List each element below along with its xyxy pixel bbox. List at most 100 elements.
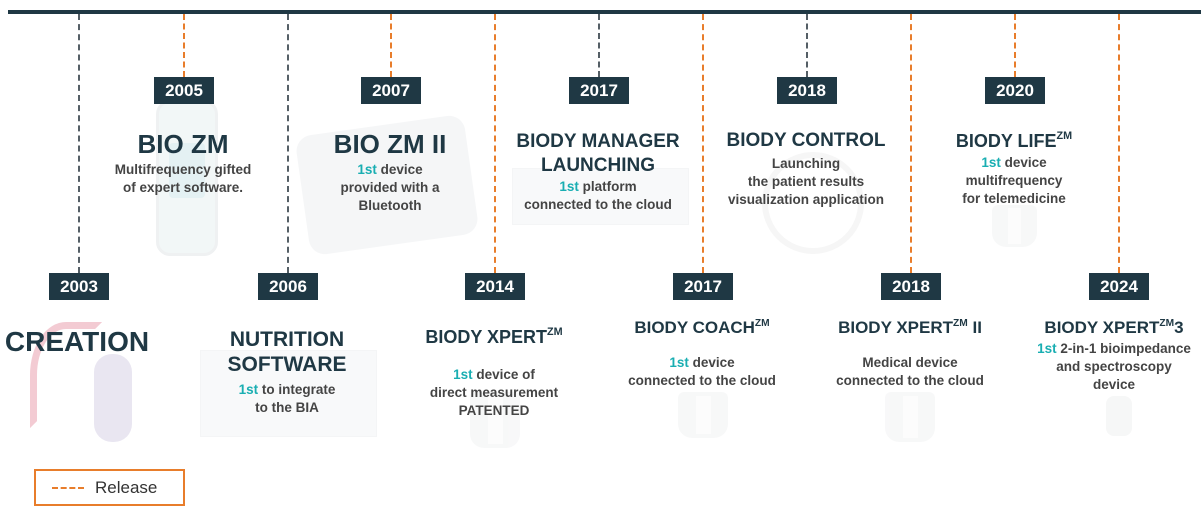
desc-line: Launching [771, 155, 841, 171]
title-superscript: ZM [1056, 130, 1073, 143]
title-text: BIODY COACH [634, 318, 755, 337]
desc-line: device [1092, 377, 1136, 393]
title-line: LAUNCHING [541, 155, 655, 176]
biody-control-app-image [762, 152, 864, 254]
title-superscript: ZM [953, 317, 968, 329]
event-title: NUTRITION SOFTWARE [228, 327, 347, 377]
legend-label: Release [95, 477, 158, 497]
event-bio-zm-ii: BIO ZM II 1st device provided with a Blu… [334, 129, 447, 215]
creation-logo-arc [30, 322, 102, 428]
title-line: NUTRITION [229, 328, 345, 351]
desc-line: Bluetooth [358, 198, 422, 214]
event-title: BIODY MANAGER LAUNCHING [516, 130, 679, 178]
connector-2024 [1118, 14, 1120, 273]
event-title: BIODY COACHZM [628, 318, 776, 338]
event-biody-xpert-3: BIODY XPERTZM3 1st 2-in-1 bioimpedance a… [1037, 318, 1191, 394]
event-description: 1st device provided with a Bluetooth [334, 161, 447, 215]
year-badge-2003: 2003 [49, 273, 109, 300]
desc-line: connected to the cloud [836, 373, 984, 389]
desc-text: to integrate [258, 382, 336, 397]
biody-xpert-3-device-image [1106, 396, 1132, 436]
desc-line: direct measurement [429, 384, 559, 400]
connector-2005 [183, 14, 185, 77]
creation-logo-shape [94, 354, 132, 442]
desc-line: provided with a [340, 180, 440, 196]
highlight: 1st [981, 154, 1001, 170]
highlight: 1st [559, 179, 579, 194]
desc-text: 2-in-1 bioimpedance [1056, 341, 1191, 357]
year-badge-2014: 2014 [465, 273, 525, 300]
event-title: CREATION [4, 326, 150, 357]
year-badge-2018-b: 2018 [881, 273, 941, 300]
event-biody-control: BIODY CONTROL Launching the patient resu… [726, 130, 885, 209]
year-badge-2020: 2020 [985, 77, 1045, 104]
desc-line: Multifrequency gifted [114, 162, 252, 178]
connector-2018-b [910, 14, 912, 273]
title-text: BIODY XPERT [1044, 318, 1160, 337]
year-badge-2005: 2005 [154, 77, 214, 104]
desc-text: device [688, 355, 735, 371]
highlight: 1st [669, 355, 689, 371]
event-description: Launching the patient results visualizat… [726, 155, 885, 209]
desc-line: to the BIA [255, 400, 319, 415]
event-title: BIODY XPERTZM3 [1037, 318, 1191, 338]
desc-line: and spectroscopy [1056, 359, 1172, 375]
title-suffix: II [967, 318, 982, 337]
event-description: 1st 2-in-1 bioimpedance and spectroscopy… [1037, 340, 1191, 394]
biody-xpert-ii-device-image [885, 392, 935, 442]
title-text: BIODY XPERT [838, 318, 954, 337]
title-line: SOFTWARE [227, 353, 347, 376]
event-description: 1st to integrate to the BIA [228, 381, 347, 417]
timeline-axis [8, 10, 1201, 14]
event-description: 1st platform connected to the cloud [516, 178, 679, 214]
desc-line: 1st device of [425, 366, 562, 384]
title-text: BIODY XPERT [425, 327, 548, 347]
event-creation: CREATION [5, 325, 149, 359]
desc-line: of expert software. [122, 180, 244, 196]
desc-text: device of [472, 366, 535, 382]
connector-2018-a [806, 14, 808, 77]
event-title: BIO ZM [137, 129, 229, 159]
event-biody-manager: BIODY MANAGER LAUNCHING 1st platform con… [516, 130, 679, 214]
event-title: BIO ZM II [333, 129, 447, 159]
event-description: Medical device connected to the cloud [836, 354, 984, 390]
desc-line: Medical device [862, 355, 958, 371]
desc-line: for telemedicine [962, 190, 1066, 206]
biody-coach-device-image [678, 392, 728, 438]
event-title: BIODY XPERTZM II [836, 318, 984, 338]
event-biody-coach: BIODY COACHZM 1st device connected to th… [628, 318, 776, 390]
highlight: 1st [238, 382, 259, 397]
desc-line: 1st 2-in-1 bioimpedance [1037, 340, 1191, 358]
highlight: 1st [1037, 341, 1057, 357]
event-title: BIODY LIFEZM [955, 130, 1073, 153]
year-badge-2018-a: 2018 [777, 77, 837, 104]
event-nutrition-software: NUTRITION SOFTWARE 1st to integrate to t… [228, 327, 347, 417]
biody-life-device-image [992, 205, 1037, 247]
event-bio-zm: BIO ZM Multifrequency gifted of expert s… [115, 129, 252, 197]
bio-zm-device-image [156, 100, 218, 256]
connector-2014 [494, 14, 496, 273]
desc-line: the patient results [747, 173, 865, 189]
title-text: BIODY LIFE [955, 131, 1057, 151]
event-biody-xpert: BIODY XPERTZM 1st device of direct measu… [425, 326, 563, 420]
desc-line: 1st device [956, 154, 1072, 172]
desc-text: platform [578, 179, 637, 194]
title-superscript: ZM [547, 326, 563, 339]
desc-text: device [376, 162, 423, 178]
event-description: Multifrequency gifted of expert software… [115, 161, 252, 197]
title-suffix: 3 [1174, 318, 1184, 337]
desc-line: visualization application [727, 191, 885, 207]
legend: Release [34, 469, 185, 506]
year-badge-2017-b: 2017 [673, 273, 733, 300]
nutrition-software-screenshot [200, 350, 377, 437]
desc-text: device [1000, 154, 1047, 170]
desc-line: 1st device [628, 354, 776, 372]
event-title: BIODY CONTROL [726, 130, 886, 151]
event-biody-life: BIODY LIFEZM 1st device multifrequency f… [955, 130, 1073, 208]
event-biody-xpert-ii: BIODY XPERTZM II Medical device connecte… [836, 318, 984, 390]
desc-line: connected to the cloud [524, 197, 672, 212]
event-description: 1st device multifrequency for telemedici… [956, 154, 1072, 208]
biody-manager-screenshot [512, 168, 689, 225]
desc-line: multifrequency [965, 172, 1063, 188]
connector-2007 [390, 14, 392, 77]
